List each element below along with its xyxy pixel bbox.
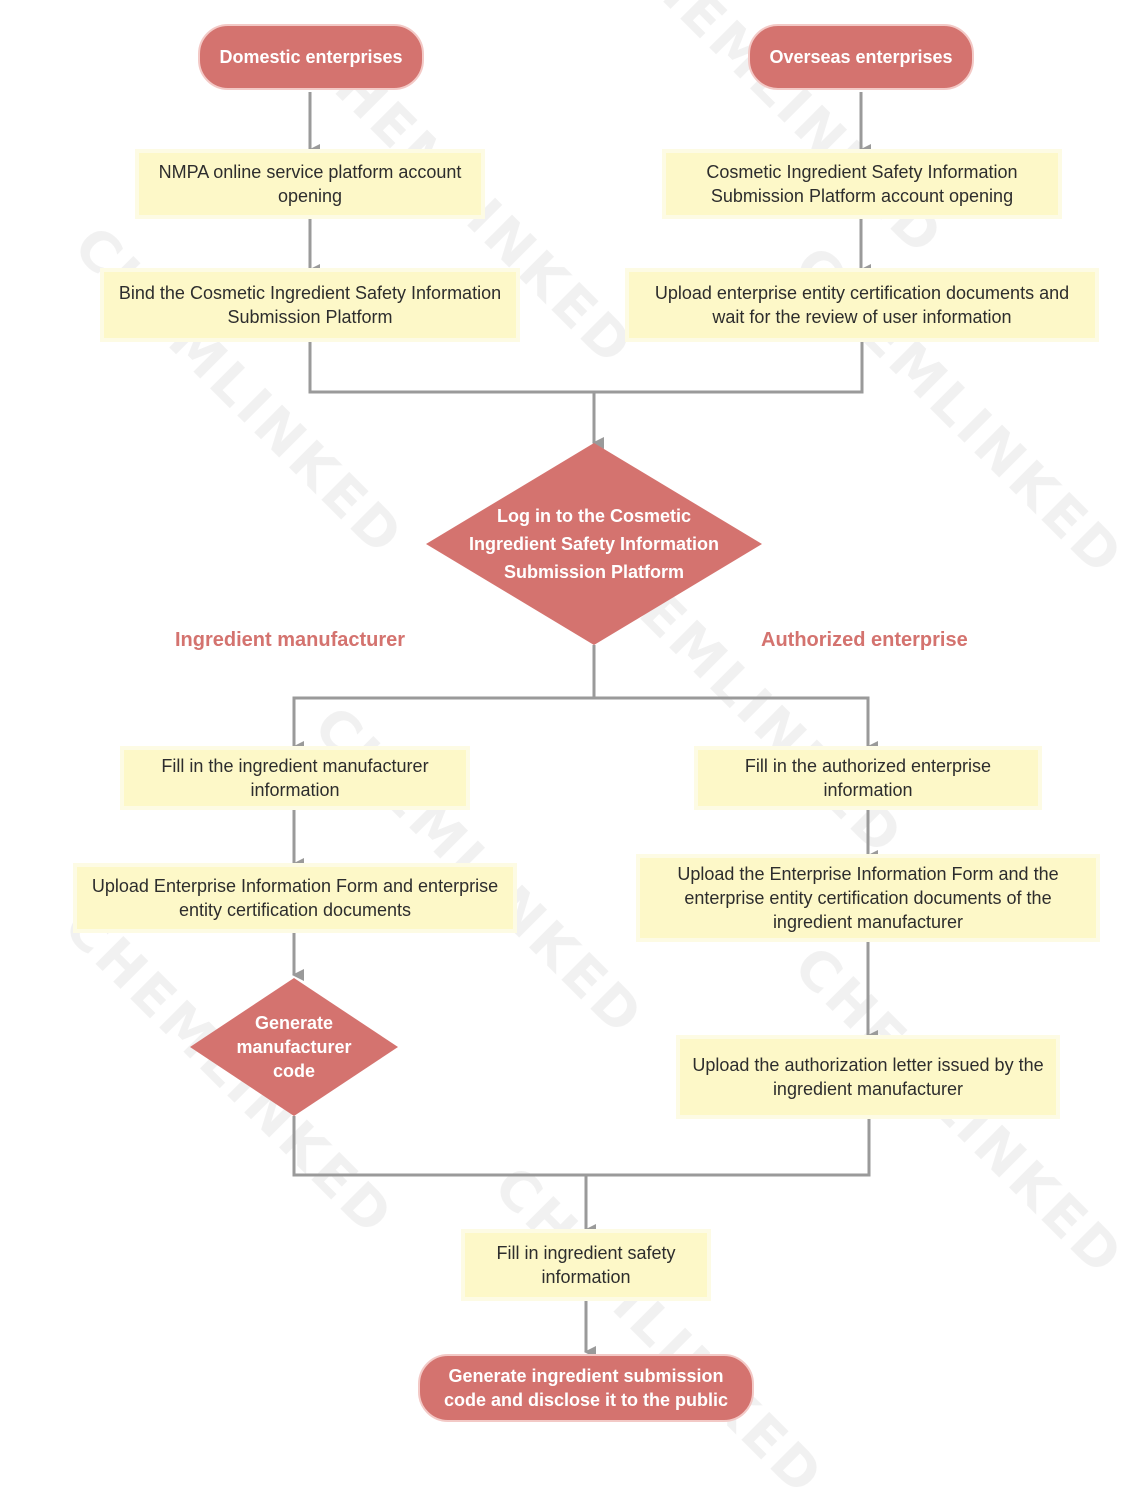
- overseas-account-node: Cosmetic Ingredient Safety Information S…: [666, 153, 1058, 215]
- upload-cert-review-node: Upload enterprise entity certification d…: [629, 272, 1095, 338]
- authorized-enterprise-label: Authorized enterprise: [761, 629, 968, 651]
- login-diamond: [426, 443, 762, 645]
- generate-code-node-label: Generate manufacturer code: [236, 1013, 352, 1081]
- generate-submission-node: Generate ingredient submission code and …: [418, 1354, 754, 1422]
- nmpa-account-node: NMPA online service platform account ope…: [139, 153, 481, 215]
- connector-line: [308, 342, 864, 394]
- fill-authorized-node: Fill in the authorized enterprise inform…: [698, 750, 1038, 806]
- upload-form-cert-manufacturer-node: Upload the Enterprise Information Form a…: [640, 858, 1096, 938]
- upload-form-cert-node: Upload Enterprise Information Form and e…: [77, 867, 513, 929]
- flow-connectors: [190, 92, 878, 1358]
- generate-code-diamond: [190, 978, 398, 1116]
- connector-line: [292, 696, 870, 720]
- overseas-enterprises-node: Overseas enterprises: [748, 24, 974, 90]
- upload-authorization-node: Upload the authorization letter issued b…: [680, 1039, 1056, 1115]
- fill-manufacturer-node: Fill in the ingredient manufacturer info…: [124, 750, 466, 806]
- login-node-label: Log in to the Cosmetic Ingredient Safety…: [468, 506, 720, 582]
- ingredient-manufacturer-label: Ingredient manufacturer: [175, 629, 406, 651]
- bind-platform-node: Bind the Cosmetic Ingredient Safety Info…: [104, 272, 516, 338]
- connector-line: [292, 1116, 871, 1177]
- domestic-enterprises-node: Domestic enterprises: [198, 24, 424, 90]
- fill-safety-node: Fill in ingredient safety information: [465, 1233, 707, 1297]
